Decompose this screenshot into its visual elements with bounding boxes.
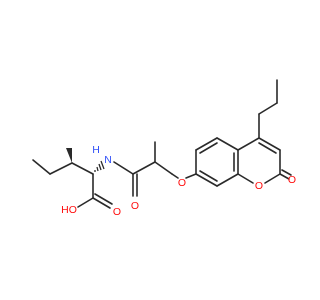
bond-layer: [32, 79, 292, 209]
hash-bond: [94, 160, 105, 172]
bond: [195, 173, 218, 187]
bond: [199, 142, 218, 154]
bond: [49, 162, 73, 175]
bond: [237, 137, 260, 151]
bond: [258, 102, 278, 115]
atom-label-lactone-o: O: [288, 174, 296, 186]
bond: [264, 173, 281, 184]
bond: [94, 193, 113, 205]
atom-label-nh: H: [92, 144, 100, 156]
bond: [281, 169, 292, 176]
bond: [185, 173, 197, 179]
bond: [195, 137, 218, 151]
atom-label-amide-o: O: [131, 200, 139, 212]
bond: [199, 170, 218, 182]
atom-label-acid-o: O: [113, 206, 121, 218]
wedge-bond: [66, 148, 72, 163]
bond: [258, 142, 277, 154]
molecule-structure: N H O O HO O O O: [32, 79, 296, 218]
atom-label-acid-oh: HO: [61, 204, 77, 216]
bond: [216, 137, 239, 151]
atom-label-n: N: [104, 154, 112, 166]
bond: [32, 159, 51, 175]
bond: [237, 173, 254, 184]
bond: [71, 162, 94, 175]
bond: [154, 161, 173, 175]
bond: [216, 173, 239, 187]
bond: [92, 197, 111, 209]
bond: [258, 137, 281, 151]
bond: [171, 173, 179, 179]
atom-layer: N H O O HO O O O: [61, 144, 296, 218]
atom-label-ether-o: O: [178, 177, 186, 189]
bond: [77, 197, 94, 208]
bond: [132, 161, 156, 175]
bond: [279, 173, 290, 180]
atom-label-ring-o: O: [255, 180, 263, 192]
bond: [113, 161, 134, 175]
